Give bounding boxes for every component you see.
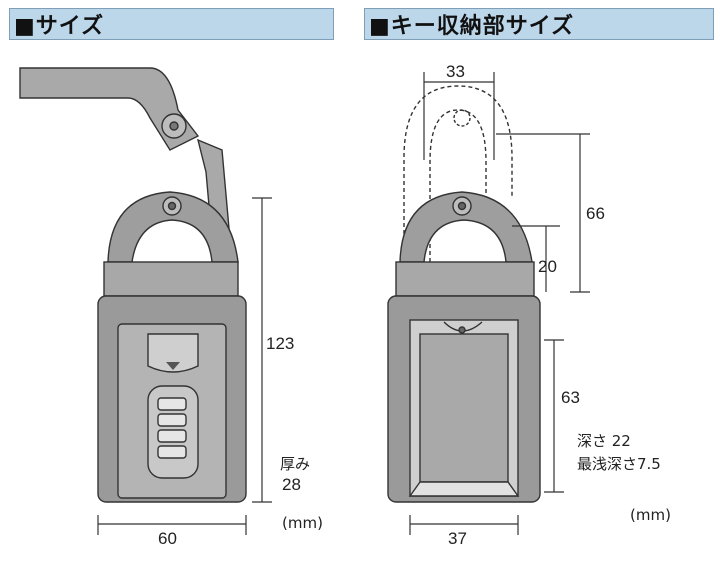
- left-dimensions: [97, 197, 272, 535]
- inner-height-63-label: 63: [561, 388, 580, 407]
- left-unit-label: (mm): [282, 514, 323, 532]
- thickness-28-label: 28: [282, 475, 301, 494]
- height-66-label: 66: [586, 204, 605, 223]
- key-storage-header-text: ■キー収納部サイズ: [369, 14, 575, 39]
- right-dimensions: [409, 72, 590, 535]
- width-60-label: 60: [158, 529, 177, 548]
- shackle-20-label: 20: [538, 257, 557, 276]
- size-header-text: ■サイズ: [14, 14, 105, 39]
- width-33-label: 33: [446, 62, 465, 81]
- right-unit-label: (mm): [630, 506, 671, 524]
- depth-22-label: 深さ 22: [577, 432, 631, 450]
- key-storage-size-header: ■キー収納部サイズ: [364, 8, 714, 40]
- inner-width-37-label: 37: [448, 529, 467, 548]
- size-header: ■サイズ: [9, 8, 334, 40]
- min-depth-label: 最浅深さ7.5: [577, 455, 661, 473]
- right-keybox: [387, 85, 541, 503]
- thickness-label: 厚み: [280, 455, 310, 473]
- height-123-label: 123: [266, 334, 294, 353]
- left-keybox: [19, 67, 247, 503]
